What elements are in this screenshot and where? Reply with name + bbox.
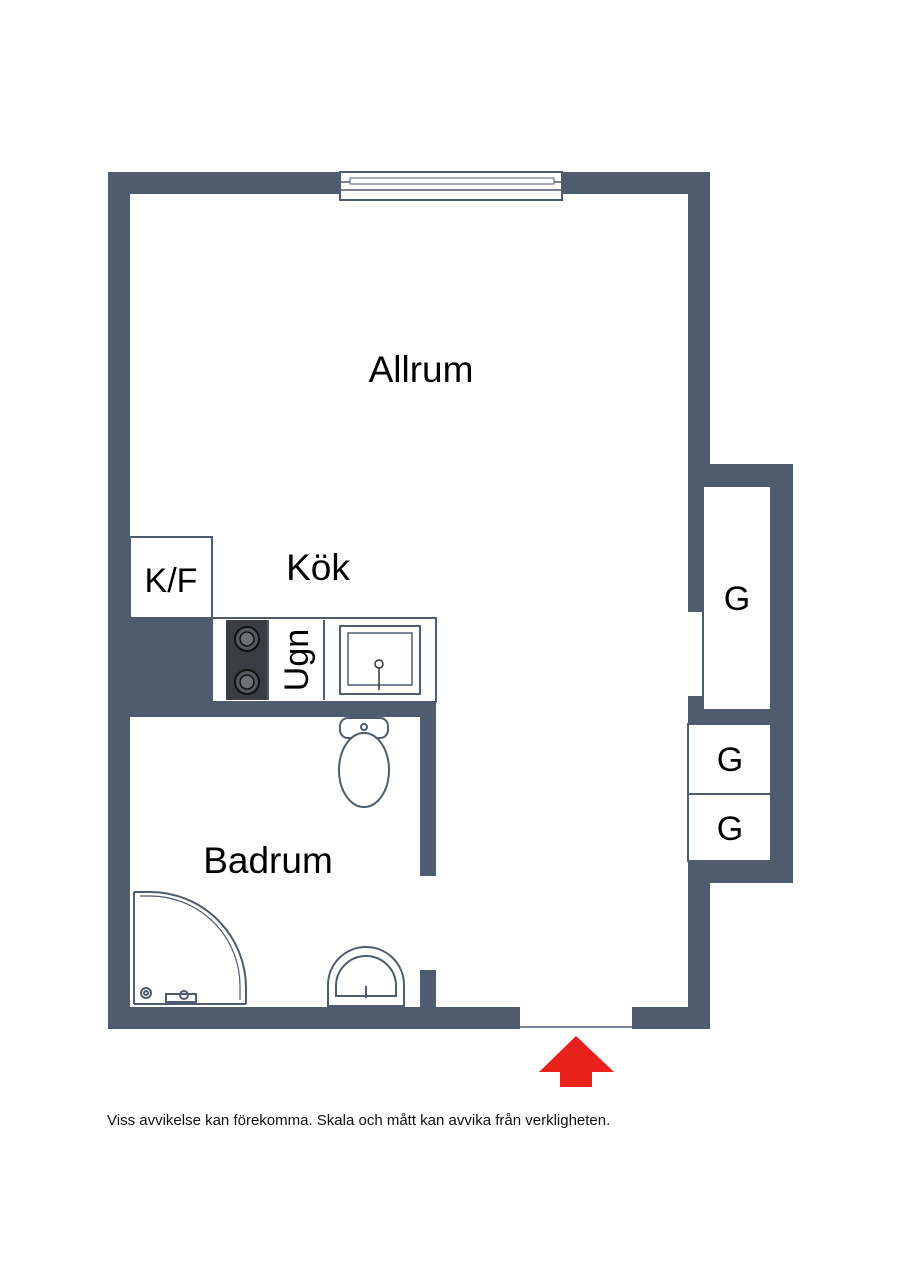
stove-icon: [226, 620, 268, 700]
wall-right-lower: [688, 861, 710, 1029]
closet-1-label: G: [724, 580, 750, 618]
room-label-allrum: Allrum: [369, 349, 474, 390]
wall-closet-divider: [688, 708, 771, 724]
wall-bath-right-lower: [420, 970, 436, 1010]
kitchen-sink-icon: [339, 625, 421, 695]
fridge-freezer: [129, 536, 213, 619]
closet-2-label: G: [717, 741, 743, 779]
closet-3-label: G: [717, 810, 743, 848]
window-icon: [339, 171, 563, 201]
wall-closet-stub-upper: [688, 486, 703, 612]
closet-2: [687, 723, 772, 795]
fridge-freezer-label: K/F: [145, 562, 198, 600]
closets: [687, 485, 772, 862]
shower-icon: [133, 891, 247, 1005]
closet-3: [687, 793, 772, 862]
kitchen-counter: [211, 617, 437, 703]
wall-kitchen-block: [130, 618, 214, 702]
bathroom-sink-icon: [327, 946, 405, 1007]
wall-bottom-left: [108, 1007, 520, 1029]
toilet-icon: [338, 717, 390, 808]
wall-right-upper: [688, 172, 710, 466]
wall-bottom-right: [632, 1007, 710, 1029]
wall-top-left: [108, 172, 340, 194]
room-label-badrum: Badrum: [203, 840, 333, 881]
disclaimer-text: Viss avvikelse kan förekomma. Skala och …: [107, 1112, 611, 1129]
walls: [108, 172, 793, 1029]
wall-bath-right-upper: [420, 702, 436, 876]
entrance-arrow-icon: [539, 1036, 614, 1087]
closet-1: [702, 485, 772, 711]
oven-label: Ugn: [278, 629, 316, 691]
wall-closet-top: [688, 464, 793, 486]
wall-bath-top: [130, 702, 436, 717]
room-label-kok: Kök: [286, 547, 350, 588]
wall-top-right: [562, 172, 710, 194]
wall-closet-bottom: [688, 861, 793, 883]
wall-closet-right: [771, 464, 793, 883]
wall-left: [108, 172, 130, 1029]
